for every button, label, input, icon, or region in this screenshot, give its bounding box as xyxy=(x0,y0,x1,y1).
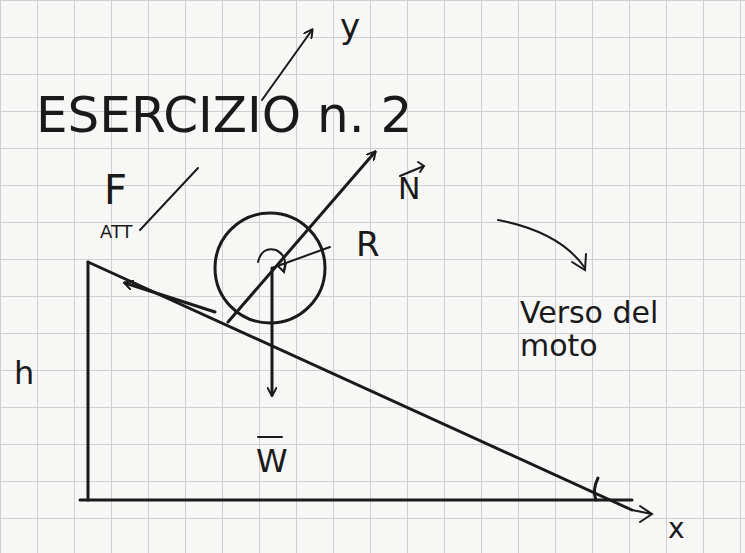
vector-bar xyxy=(258,436,282,438)
height-label: h xyxy=(14,356,34,391)
exercise-title: ESERCIZIO n. 2 xyxy=(36,88,412,143)
motion-note: Verso del moto xyxy=(520,296,710,362)
axis-label: y xyxy=(340,8,360,45)
angle-arc xyxy=(594,478,598,500)
friction-arrow xyxy=(125,283,215,312)
incline-height xyxy=(87,262,90,500)
force-label: W xyxy=(256,444,288,479)
normal-force-arrow xyxy=(228,152,375,322)
motion-arrowhead xyxy=(572,254,586,270)
force-label: N xyxy=(398,172,420,205)
radius-label: R xyxy=(356,226,380,263)
y-axis xyxy=(140,168,198,230)
axis-label: x xyxy=(668,514,685,545)
force-label: F xyxy=(104,168,127,212)
weight-arrow xyxy=(271,268,274,395)
force-subscript: ATT xyxy=(100,222,133,242)
x-axis-arrow xyxy=(632,506,652,522)
motion-arrow xyxy=(498,220,585,268)
radius-line xyxy=(272,247,330,268)
incline-base xyxy=(80,499,632,502)
